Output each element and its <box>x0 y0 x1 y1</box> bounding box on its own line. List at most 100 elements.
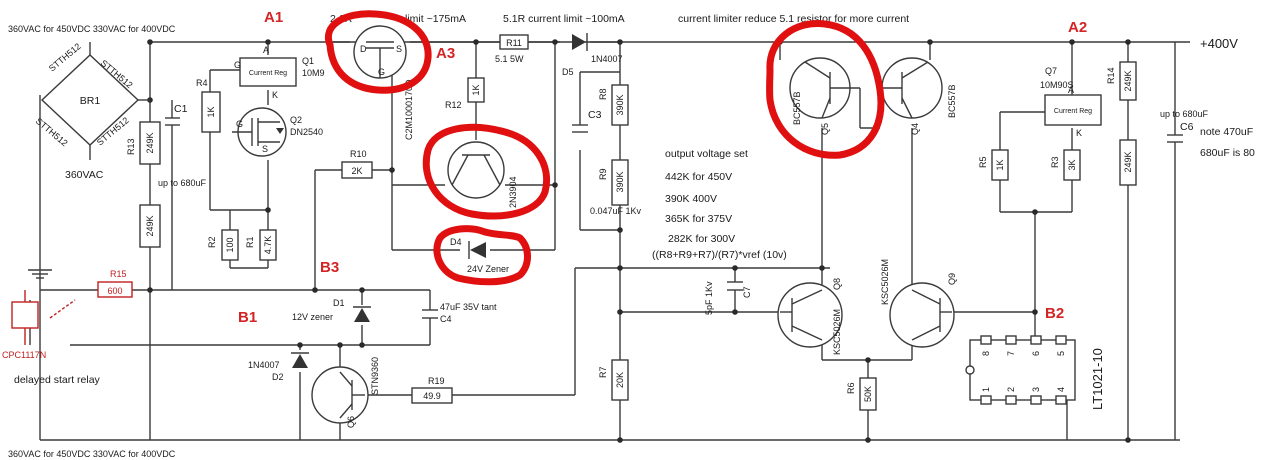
junction-dots <box>147 39 1131 443</box>
svg-text:Q9: Q9 <box>947 273 957 285</box>
svg-text:G: G <box>378 67 385 77</box>
capacitor-c3: C3 0.047uF 1Kv <box>572 109 642 216</box>
svg-text:390K: 390K <box>615 94 625 115</box>
svg-text:1K: 1K <box>206 106 216 117</box>
svg-text:R19: R19 <box>428 376 445 386</box>
svg-text:680uF is 80: 680uF is 80 <box>1200 147 1255 159</box>
node-label-a3: A3 <box>436 45 455 62</box>
svg-text:C4: C4 <box>440 314 452 324</box>
svg-text:note 470uF: note 470uF <box>1200 126 1253 138</box>
svg-text:R1: R1 <box>245 236 255 248</box>
svg-text:A: A <box>1068 85 1074 95</box>
svg-text:4: 4 <box>1056 387 1066 392</box>
svg-text:R14: R14 <box>1106 67 1116 84</box>
svg-text:BC557B: BC557B <box>792 91 802 125</box>
svg-text:R4: R4 <box>196 78 208 88</box>
voltage-set-row: 442K for 450V <box>665 171 732 183</box>
svg-text:S: S <box>262 144 268 154</box>
svg-text:D4: D4 <box>450 237 462 247</box>
zener-d1: D1 12V zener <box>292 298 371 322</box>
svg-text:3K: 3K <box>1067 159 1077 170</box>
capacitor-c4: C4 47uF 35V tant <box>422 302 497 332</box>
highlight-q3 <box>324 10 432 94</box>
relay-cpc1117n: CPC1117N delayed start relay <box>2 290 101 386</box>
svg-text:R10: R10 <box>350 149 367 159</box>
svg-text:R15: R15 <box>110 269 127 279</box>
svg-text:5.1 5W: 5.1 5W <box>495 54 524 64</box>
limit-note-d: current limiter reduce 5.1 resistor for … <box>678 13 909 25</box>
resistor-r14: 249K R14 <box>1106 61 1137 101</box>
resistor-r14b: 249K <box>1119 139 1137 186</box>
voltage-set-formula: ((R8+R9+R7)/(R7)*vref (10v) <box>652 249 787 261</box>
svg-text:delayed start relay: delayed start relay <box>14 374 101 386</box>
svg-text:600: 600 <box>107 286 122 296</box>
node-labels: A1 A2 A3 B1 B2 B3 <box>238 9 1087 326</box>
svg-text:KSC5026M: KSC5026M <box>832 309 842 355</box>
resistor-r7: 20K R7 <box>598 359 629 401</box>
svg-text:2: 2 <box>1006 387 1016 392</box>
svg-text:C2M1000170D: C2M1000170D <box>404 79 414 140</box>
resistor-r15: 600 R15 <box>97 269 133 298</box>
svg-text:Q2: Q2 <box>290 115 302 125</box>
svg-text:Q6: Q6 <box>346 416 356 428</box>
resistor-r4: 1K R4 <box>196 78 221 133</box>
svg-text:20K: 20K <box>615 372 625 388</box>
svg-text:BC557B: BC557B <box>947 84 957 118</box>
red-highlight-circles <box>324 10 885 286</box>
voltage-set-title: output voltage set <box>665 148 748 160</box>
svg-text:Current Reg: Current Reg <box>249 70 287 77</box>
svg-text:100: 100 <box>225 237 235 252</box>
svg-text:R7: R7 <box>598 366 608 378</box>
svg-text:1N4007: 1N4007 <box>248 360 280 370</box>
svg-text:12V zener: 12V zener <box>292 312 333 322</box>
svg-text:CPC1117N: CPC1117N <box>2 350 46 360</box>
svg-text:50K: 50K <box>863 386 873 402</box>
svg-text:R2: R2 <box>207 236 217 248</box>
svg-text:Q8: Q8 <box>832 278 842 290</box>
resistor-r8: 390K R8 <box>598 84 629 126</box>
ac-input-label: 360VAC <box>65 169 104 181</box>
svg-text:R11: R11 <box>506 38 522 48</box>
bottom-note: 360VAC for 450VDC 330VAC for 400VDC <box>8 449 176 459</box>
svg-text:D: D <box>360 44 367 54</box>
svg-text:249K: 249K <box>145 132 155 153</box>
svg-text:R5: R5 <box>978 156 988 168</box>
svg-text:2K: 2K <box>351 166 362 176</box>
svg-text:10M90S: 10M90S <box>1040 80 1074 90</box>
svg-text:8: 8 <box>981 351 991 356</box>
limit-note-b: limit ~175mA <box>405 13 466 25</box>
svg-text:1N4007: 1N4007 <box>591 54 623 64</box>
resistor-r13b: 249K <box>139 204 161 248</box>
svg-text:Q4: Q4 <box>910 123 920 135</box>
resistor-r5: 1K R5 <box>978 149 1009 181</box>
svg-text:R12: R12 <box>445 100 462 110</box>
voltage-set-row: 390K 400V <box>665 193 717 205</box>
node-label-b3: B3 <box>320 259 339 276</box>
svg-text:3: 3 <box>1031 387 1041 392</box>
diode-d5: 1N4007 D5 <box>562 33 623 77</box>
svg-text:249K: 249K <box>1123 151 1133 172</box>
svg-text:R3: R3 <box>1050 156 1060 168</box>
bridge-rectifier: BR1 STTH512 STTH512 STTH512 STTH512 360V… <box>28 41 150 279</box>
mosfet-q2: G S Q2 DN2540 <box>232 107 323 157</box>
svg-text:24V Zener: 24V Zener <box>467 264 509 274</box>
bridge-label: BR1 <box>80 95 101 107</box>
svg-text:Current Reg: Current Reg <box>1054 108 1092 115</box>
top-left-note: 360VAC for 450VDC 330VAC for 400VDC <box>8 24 176 34</box>
transistor-2n3904: 2N3904 <box>447 141 518 208</box>
svg-text:2N3904: 2N3904 <box>508 176 518 208</box>
svg-text:R13: R13 <box>126 138 136 155</box>
svg-text:D1: D1 <box>333 298 345 308</box>
resistor-r9: 390K R9 <box>598 159 629 206</box>
resistor-r10: 2K R10 <box>341 149 373 179</box>
svg-text:up to 680uF: up to 680uF <box>1160 109 1209 119</box>
svg-text:5pF 1Kv: 5pF 1Kv <box>704 281 714 315</box>
svg-text:K: K <box>1076 128 1082 138</box>
svg-text:DN2540: DN2540 <box>290 127 323 137</box>
svg-text:C1: C1 <box>174 103 188 115</box>
svg-text:Q5: Q5 <box>820 123 830 135</box>
mosfet-q3: D S G C2M1000170D <box>353 25 414 140</box>
regulator-q7: Current Reg Q7 10M90S A K <box>1040 66 1102 138</box>
transistor-q9: KSC5026M Q9 <box>880 259 957 348</box>
